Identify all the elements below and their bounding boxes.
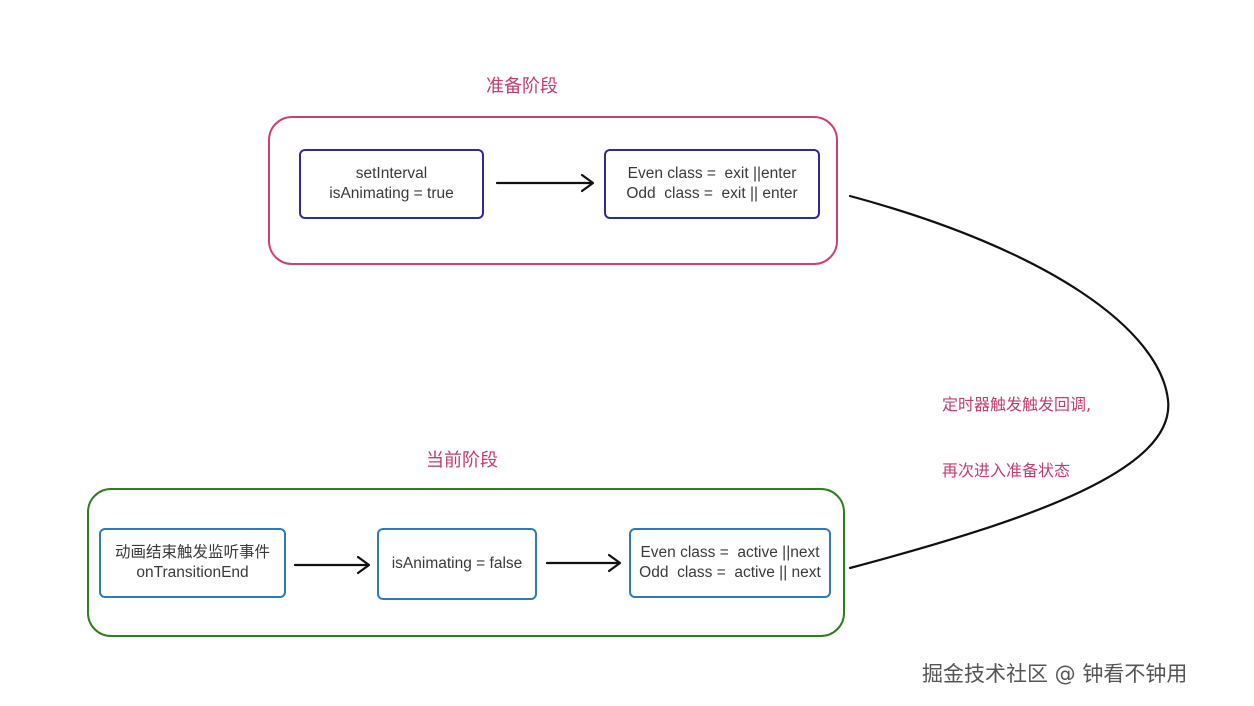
- loop-note: 定时器触发触发回调, 再次进入准备状态: [942, 350, 1091, 504]
- arrow-current-1: [293, 555, 371, 575]
- current-box-classes-line2: Odd class = active || next: [639, 564, 821, 581]
- prep-stage-title: 准备阶段: [486, 76, 558, 97]
- prep-box-interval-line1: setInterval: [355, 165, 428, 182]
- current-stage-frame: [87, 488, 845, 637]
- prep-box-classes: Even class = exit ||enter Odd class = ex…: [604, 149, 820, 219]
- current-box-listener-line2: onTransitionEnd: [136, 564, 249, 581]
- current-box-listener-line1: 动画结束触发监听事件: [114, 544, 270, 561]
- watermark: 掘金技术社区 @ 钟看不钟用: [922, 662, 1188, 686]
- loop-note-line2: 再次进入准备状态: [942, 461, 1071, 480]
- arrow-current-2: [545, 553, 622, 573]
- current-box-animating: isAnimating = false: [377, 528, 537, 600]
- prep-box-classes-line2: Odd class = exit || enter: [626, 185, 798, 202]
- prep-stage-frame: [268, 116, 838, 265]
- current-box-classes: Even class = active ||next Odd class = a…: [629, 528, 831, 598]
- arrow-prep-1: [495, 173, 595, 193]
- prep-box-classes-line1: Even class = exit ||enter: [627, 165, 797, 182]
- current-box-animating-line1: isAnimating = false: [391, 555, 523, 572]
- loop-curve: [848, 194, 1170, 570]
- current-box-listener: 动画结束触发监听事件 onTransitionEnd: [99, 528, 286, 598]
- prep-box-interval-line2: isAnimating = true: [329, 185, 454, 202]
- prep-box-interval: setInterval isAnimating = true: [299, 149, 484, 219]
- current-box-classes-line1: Even class = active ||next: [640, 544, 820, 561]
- loop-note-line1: 定时器触发触发回调,: [942, 395, 1092, 414]
- current-stage-title: 当前阶段: [426, 450, 498, 471]
